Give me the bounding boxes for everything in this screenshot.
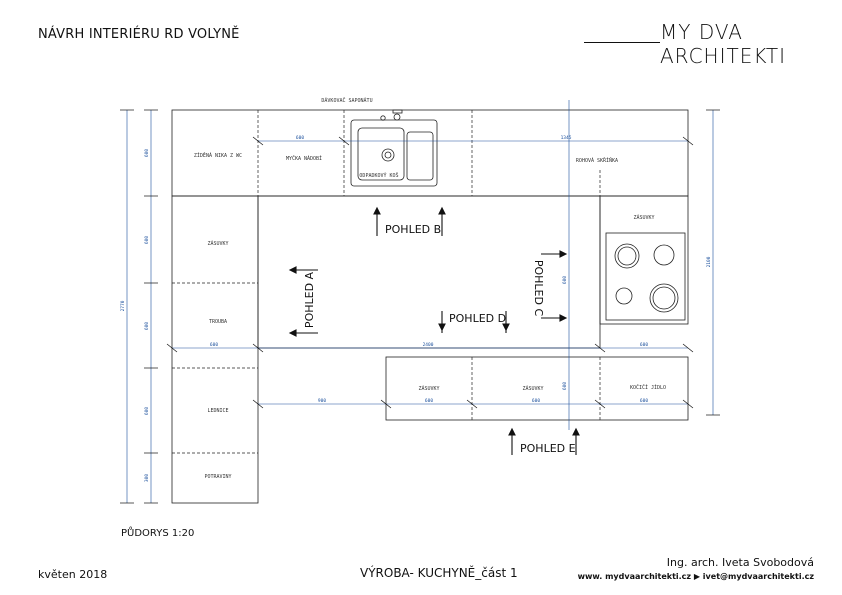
dim-mid-2: 2400 <box>423 342 434 348</box>
dim-mid-1: 600 <box>210 342 218 348</box>
plan-caption: PŮDORYS 1:20 <box>121 528 195 539</box>
label-kocici: KOČIČÍ JÍDLO <box>630 383 666 391</box>
left-column <box>171 195 259 504</box>
dim-left-4: 600 <box>144 407 150 415</box>
dim-top-2: 1345 <box>561 135 572 141</box>
document-title: NÁVRH INTERIÉRU RD VOLYNĚ <box>38 27 240 42</box>
view-label-e: POHLED E <box>520 442 576 455</box>
label-zasuvky-left: ZÁSUVKY <box>207 240 228 247</box>
dim-left-5: 300 <box>144 474 150 482</box>
view-label-d: POHLED D <box>449 312 506 325</box>
top-counter <box>171 109 689 197</box>
view-label-c: POHLED C <box>532 260 545 317</box>
label-mycka: MYČKA NÁDOBÍ <box>286 154 322 162</box>
footer-contact: www. mydvaarchitekti.cz ▶ ivet@mydvaarch… <box>577 572 814 581</box>
dim-low-4: 600 <box>640 398 648 404</box>
logo-rule <box>584 42 660 43</box>
cooktop <box>605 232 686 321</box>
view-label-b: POHLED B <box>385 223 441 236</box>
label-zasuvky-bottom-2: ZÁSUVKY <box>522 385 543 392</box>
view-label-a: POHLED A <box>303 271 316 328</box>
dim-top-1: 600 <box>296 135 304 141</box>
label-zasuvky-bottom-1: ZÁSUVKY <box>418 385 439 392</box>
dim-mid-3: 600 <box>640 342 648 348</box>
dim-right-2: 600 <box>562 382 568 390</box>
dim-low-2: 600 <box>425 398 433 404</box>
footer-date: květen 2018 <box>38 568 108 581</box>
label-potraviny: POTRAVINY <box>204 474 231 480</box>
dim-right-1: 600 <box>562 276 568 284</box>
footer-title: VÝROBA- KUCHYNĚ_část 1 <box>360 566 518 580</box>
label-odpadkovy: ODPADKOVÝ KOŠ <box>359 172 398 179</box>
dim-low-3: 600 <box>532 398 540 404</box>
dim-left-3: 600 <box>144 322 150 330</box>
label-rohova: ROHOVÁ SKŘÍŇKA <box>576 156 618 164</box>
label-davkovac: DÁVKOVAČ SAPONÁTU <box>321 97 372 104</box>
dim-left-2: 600 <box>144 236 150 244</box>
dim-right-total: 2100 <box>706 256 712 267</box>
label-lednice: LEDNICE <box>207 408 228 414</box>
dim-left-total: 2770 <box>120 300 126 311</box>
bottom-counter <box>385 356 689 421</box>
label-trouba: TROUBA <box>209 319 227 325</box>
sink <box>350 109 438 187</box>
logo: MY DVA ARCHITEKTI <box>660 20 787 68</box>
label-zidenka: ZÍDĚNÁ NIKA Z WC <box>194 151 242 159</box>
dim-left-1: 600 <box>144 149 150 157</box>
dim-low-1: 900 <box>318 398 326 404</box>
footer-author: Ing. arch. Iveta Svobodová <box>666 556 814 569</box>
label-zasuvky-right: ZÁSUVKY <box>633 214 654 221</box>
